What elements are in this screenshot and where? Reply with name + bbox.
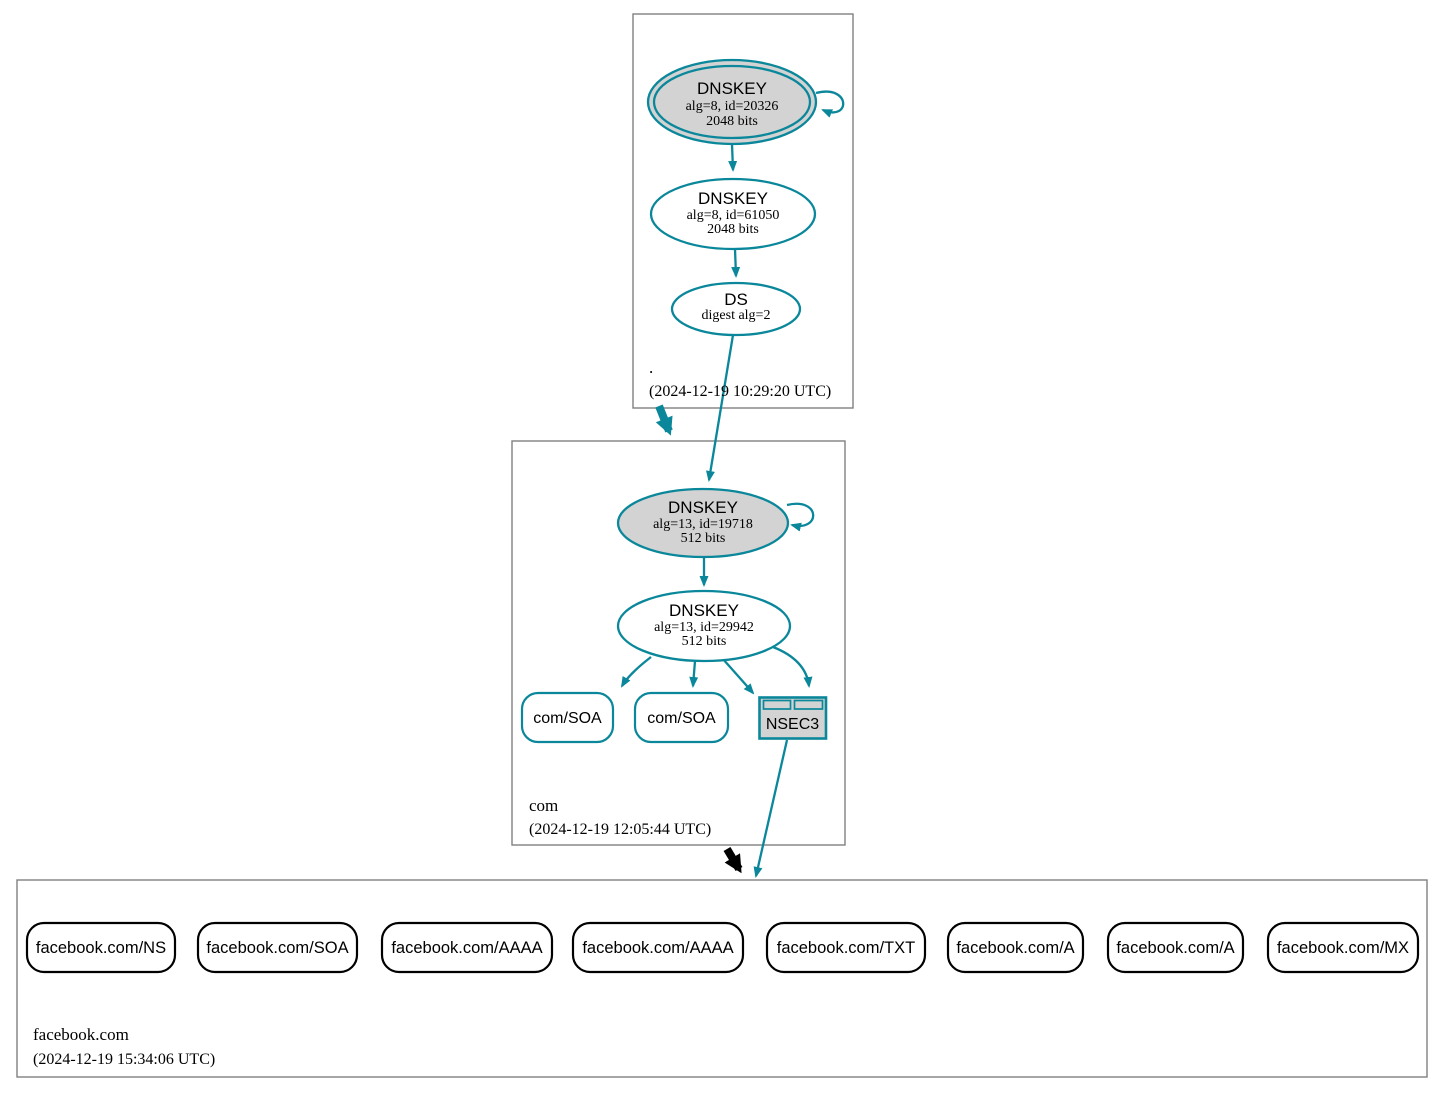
facebook-rrset-a1-label: facebook.com/A [956, 939, 1074, 957]
com-nsec3-node[interactable]: NSEC3 [758, 696, 828, 740]
facebook-rrset-aaaa2[interactable]: facebook.com/AAAA [571, 921, 745, 974]
facebook-rrset-mx-rect [1266, 921, 1420, 974]
edge-com-nsec3-to-facebook [753, 739, 789, 878]
edge-com-zsk-to-soa1 [620, 656, 652, 688]
root-ds-detail: digest alg=2 [702, 308, 771, 323]
root-ksk-title: DNSKEY [697, 79, 767, 98]
com-nsec3-cell-left [762, 699, 792, 710]
facebook-rrset-a1[interactable]: facebook.com/A [946, 921, 1085, 974]
zone-name-facebook: facebook.com [33, 1025, 129, 1044]
com-soa1-label: com/SOA [533, 710, 602, 727]
facebook-rrset-soa-label: facebook.com/SOA [206, 939, 348, 957]
zone-box-root [632, 13, 854, 409]
edge-delegation-root-to-com [655, 404, 673, 436]
facebook-rrset-aaaa1-label: facebook.com/AAAA [391, 939, 542, 957]
root-ds-node[interactable]: DS digest alg=2 [670, 281, 802, 337]
com-zsk-title: DNSKEY [669, 601, 739, 620]
facebook-rrset-mx[interactable]: facebook.com/MX [1266, 921, 1420, 974]
com-soa2-label: com/SOA [647, 710, 716, 727]
com-ksk-node[interactable]: DNSKEY alg=13, id=19718 512 bits [616, 487, 790, 559]
com-soa2-node[interactable]: com/SOA [633, 691, 730, 744]
com-soa1-rect [520, 691, 615, 744]
edge-delegation-com-to-facebook [723, 846, 743, 874]
facebook-rrset-aaaa1[interactable]: facebook.com/AAAA [380, 921, 554, 974]
edge-root-zsk-to-ds [731, 248, 741, 278]
facebook-rrset-soa-rect [196, 921, 359, 974]
zone-timestamp-facebook: (2024-12-19 15:34:06 UTC) [33, 1051, 215, 1068]
zone-box-facebook [16, 879, 1428, 1078]
com-ksk-size: 512 bits [681, 531, 726, 546]
edge-com-zsk-to-soa2 [689, 660, 699, 688]
facebook-rrset-a2-rect [1106, 921, 1245, 974]
facebook-rrset-mx-label: facebook.com/MX [1277, 939, 1409, 957]
facebook-rrset-txt-label: facebook.com/TXT [777, 939, 915, 957]
root-ksk-ellipse-inner [652, 64, 812, 140]
com-zsk-size: 512 bits [682, 634, 727, 649]
com-ksk-detail: alg=13, id=19718 [653, 517, 753, 532]
facebook-rrset-aaaa2-rect [571, 921, 745, 974]
zone-box-com [511, 440, 846, 846]
com-soa2-rect [633, 691, 730, 744]
zone-name-com: com [529, 796, 558, 815]
edge-com-zsk-to-nsec3-right [772, 645, 813, 688]
root-zsk-size: 2048 bits [707, 222, 759, 237]
facebook-rrset-ns[interactable]: facebook.com/NS [25, 921, 177, 974]
facebook-rrset-a1-rect [946, 921, 1085, 974]
root-ksk-ellipse-outer [646, 58, 818, 146]
root-zsk-node[interactable]: DNSKEY alg=8, id=61050 2048 bits [649, 177, 817, 251]
root-ksk-node[interactable]: DNSKEY alg=8, id=20326 2048 bits [646, 58, 818, 146]
root-ksk-size: 2048 bits [706, 114, 758, 129]
root-ksk-detail: alg=8, id=20326 [686, 99, 779, 114]
facebook-rrset-txt-rect [765, 921, 927, 974]
com-zsk-ellipse [616, 589, 792, 663]
facebook-rrset-ns-label: facebook.com/NS [36, 939, 166, 957]
com-zsk-detail: alg=13, id=29942 [654, 620, 754, 635]
edge-root-ksk-to-zsk [728, 143, 738, 172]
edge-com-zsk-to-nsec3-left [721, 657, 755, 695]
root-ds-title: DS [724, 290, 748, 309]
edge-root-ksk-selfsign [815, 90, 845, 118]
com-soa1-node[interactable]: com/SOA [520, 691, 615, 744]
com-ksk-ellipse [616, 487, 790, 559]
facebook-rrset-ns-rect [25, 921, 177, 974]
root-zsk-ellipse [649, 177, 817, 251]
zone-name-root: . [649, 358, 653, 377]
root-zsk-title: DNSKEY [698, 189, 768, 208]
root-zsk-detail: alg=8, id=61050 [687, 208, 780, 223]
com-ksk-title: DNSKEY [668, 498, 738, 517]
facebook-rrset-aaaa1-rect [380, 921, 554, 974]
root-ds-ellipse [670, 281, 802, 337]
facebook-rrset-txt[interactable]: facebook.com/TXT [765, 921, 927, 974]
edge-com-ksk-selfsign [786, 502, 815, 532]
com-zsk-node[interactable]: DNSKEY alg=13, id=29942 512 bits [616, 589, 792, 663]
facebook-rrset-a2[interactable]: facebook.com/A [1106, 921, 1245, 974]
facebook-rrset-a2-label: facebook.com/A [1116, 939, 1234, 957]
zone-timestamp-root: (2024-12-19 10:29:20 UTC) [649, 383, 831, 400]
facebook-rrset-aaaa2-label: facebook.com/AAAA [582, 939, 733, 957]
zone-timestamp-com: (2024-12-19 12:05:44 UTC) [529, 821, 711, 838]
com-nsec3-cell-right [793, 699, 824, 710]
com-nsec3-label: NSEC3 [766, 716, 819, 733]
edge-root-ds-to-com-ksk [706, 334, 735, 482]
facebook-rrset-soa[interactable]: facebook.com/SOA [196, 921, 359, 974]
